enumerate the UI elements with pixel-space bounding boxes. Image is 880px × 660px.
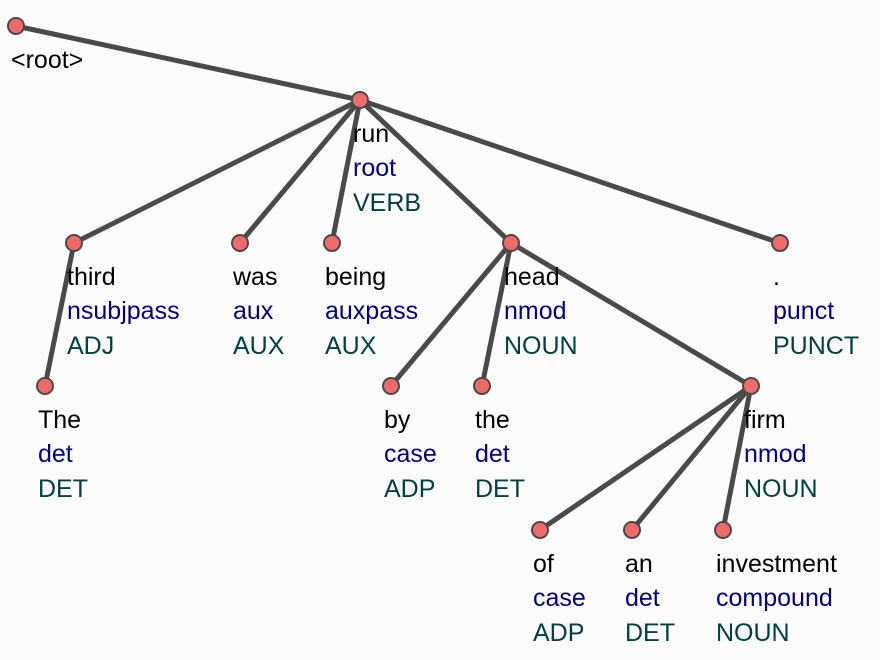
label-pos-the1: DET [38,475,88,503]
label-word-an: an [625,550,653,578]
node-of [531,521,549,539]
label-deprel-firm: nmod [744,440,807,468]
label-deprel-run: root [353,154,396,182]
edge-run-head [357,97,514,246]
node-the2 [473,377,491,395]
label-word-run: run [353,120,389,148]
node-head [502,234,520,252]
label-deprel-head: nmod [504,297,567,325]
label-word-firm: firm [744,406,786,434]
node-root [7,17,25,35]
tree-edges [13,23,783,533]
node-run [351,91,369,109]
node-was [231,234,249,252]
edge-firm-investment [720,383,754,533]
label-pos-of: ADP [533,619,584,647]
label-pos-firm: NOUN [744,475,818,503]
edge-head-the2 [479,240,514,389]
label-word-by: by [384,406,411,434]
label-pos-run: VERB [353,189,421,217]
edge-head-by [388,240,514,389]
label-pos-investment: NOUN [716,619,790,647]
tree-nodes [7,17,789,539]
label-word-investment: investment [716,550,837,578]
edge-firm-an [629,383,754,533]
edge-head-firm [508,240,754,389]
edge-run-being [329,97,363,246]
edge-run-third [71,97,363,246]
label-deprel-of: case [533,584,586,612]
label-word-punct: . [773,263,780,291]
label-pos-head: NOUN [504,332,578,360]
label-word-the1: The [38,406,81,434]
node-third [65,234,83,252]
label-deprel-was: aux [233,297,274,325]
node-the1 [36,377,54,395]
node-firm [742,377,760,395]
label-deprel-investment: compound [716,584,833,612]
label-deprel-an: det [625,584,660,612]
edge-run-was [237,97,363,246]
label-word-the2: the [475,406,510,434]
label-word-third: third [67,263,116,291]
label-deprel-punct: punct [773,297,834,325]
label-pos-was: AUX [233,332,285,360]
edge-third-the1 [42,240,77,389]
label-word-of: of [533,550,554,578]
label-deprel-being: auxpass [325,297,418,325]
label-deprel-third: nsubjpass [67,297,180,325]
node-punct [771,234,789,252]
label-deprel-the2: det [475,440,510,468]
label-pos-third: ADJ [67,332,114,360]
label-pos-the2: DET [475,475,525,503]
node-investment [714,521,732,539]
label-pos-being: AUX [325,332,377,360]
label-word-root: <root> [11,46,83,74]
label-deprel-by: case [384,440,437,468]
edge-run-punct [357,97,783,246]
label-word-was: was [232,263,277,291]
label-deprel-the1: det [38,440,73,468]
node-being [323,234,341,252]
label-word-being: being [325,263,386,291]
label-pos-punct: PUNCT [773,332,859,360]
edge-firm-of [537,383,754,533]
edge-root-run [13,23,363,103]
label-word-head: head [504,263,560,291]
label-pos-by: ADP [384,475,435,503]
node-an [623,521,641,539]
label-pos-an: DET [625,619,675,647]
node-by [382,377,400,395]
